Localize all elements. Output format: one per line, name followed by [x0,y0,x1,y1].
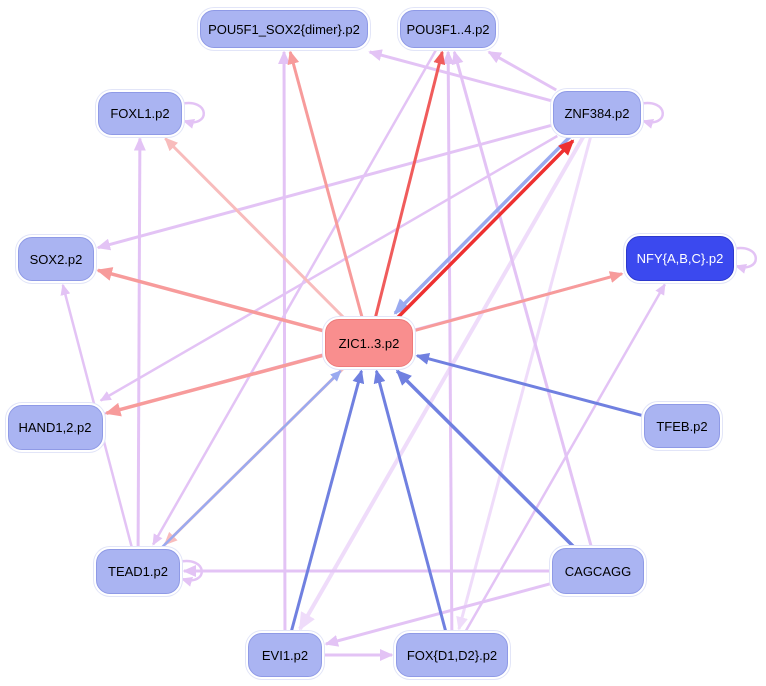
node-foxd1d2[interactable]: FOX{D1,D2}.p2 [396,633,508,677]
node-label-evi1: EVI1.p2 [261,647,309,663]
node-label-hand12: HAND1,2.p2 [18,419,92,435]
node-sox2[interactable]: SOX2.p2 [18,237,94,281]
node-label-nfy: NFY{A,B,C}.p2 [636,250,724,266]
node-evi1[interactable]: EVI1.p2 [248,633,322,677]
edge-tead1-to-zic [160,370,342,549]
edge-znf384-to-sox2 [96,123,553,251]
node-nfy[interactable]: NFY{A,B,C}.p2 [626,235,734,281]
edge-zic-to-pou5f1_sox2 [287,50,364,319]
node-label-sox2: SOX2.p2 [29,251,83,267]
node-cagcagg[interactable]: CAGCAGG [552,548,644,594]
node-label-foxl1: FOXL1.p2 [110,105,170,121]
node-znf384[interactable]: ZNF384.p2 [553,91,641,135]
node-tfeb[interactable]: TFEB.p2 [644,404,720,448]
edge-zic-to-pou3f1 [373,50,446,319]
edge-pou3f1-to-tead1 [152,48,438,546]
edge-znf384-to-hand12 [99,134,558,402]
node-tead1[interactable]: TEAD1.p2 [96,548,180,594]
node-label-cagcagg: CAGCAGG [564,563,632,579]
edge-znf384-to-evi1 [298,135,586,631]
edge-znf384-to-zic [393,133,574,315]
self-loop-znf384 [638,101,664,129]
node-label-foxd1d2: FOX{D1,D2}.p2 [406,647,498,663]
edge-zic-to-foxl1 [164,137,346,320]
self-loop-nfy [731,246,757,274]
edge-tfeb-to-zic [415,353,644,418]
node-label-tead1: TEAD1.p2 [108,563,168,579]
edge-foxd1d2-to-zic [373,369,448,633]
node-label-tfeb: TFEB.p2 [656,418,708,434]
edge-tead1-to-foxl1 [133,137,146,548]
node-zic[interactable]: ZIC1..3.p2 [325,319,413,367]
node-label-pou5f1_sox2: POU5F1_SOX2{dimer}.p2 [208,21,360,37]
edge-foxd1d2-to-nfy [464,283,666,633]
edge-evi1-to-pou5f1_sox2 [278,50,291,633]
node-pou5f1_sox2[interactable]: POU5F1_SOX2{dimer}.p2 [200,10,368,48]
self-loop-foxl1 [179,101,205,129]
edge-cagcagg-to-zic [395,369,576,549]
node-hand12[interactable]: HAND1,2.p2 [7,404,103,450]
node-label-pou3f1: POU3F1..4.p2 [406,21,490,37]
self-loop-tead1 [177,559,203,587]
edge-evi1-to-zic [289,369,365,633]
node-label-zic: ZIC1..3.p2 [338,335,400,351]
edge-foxd1d2-to-pou3f1 [442,50,455,633]
edge-zic-to-nfy [413,271,624,333]
edge-zic-to-sox2 [96,267,325,333]
node-label-znf384: ZNF384.p2 [564,105,630,121]
edge-zic-to-hand12 [104,353,325,417]
node-foxl1[interactable]: FOXL1.p2 [98,91,182,135]
edge-zic-to-znf384 [394,139,575,321]
edge-cagcagg-to-evi1 [324,582,552,647]
edge-znf384-to-pou3f1 [487,50,557,92]
node-pou3f1[interactable]: POU3F1..4.p2 [400,10,496,48]
edge-znf384-to-foxd1d2 [456,135,593,631]
